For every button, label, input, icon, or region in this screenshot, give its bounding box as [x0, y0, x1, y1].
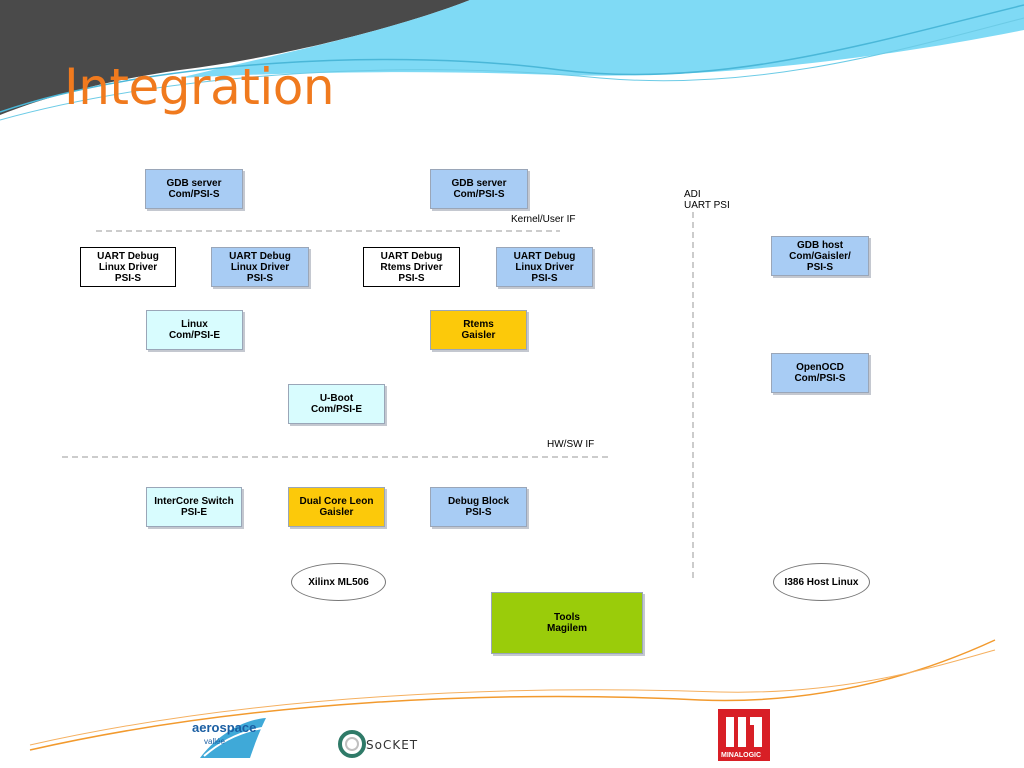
gdb-server-box-1: GDB server Com/PSI-S — [145, 169, 243, 209]
openocd-box: OpenOCD Com/PSI-S — [771, 353, 869, 393]
svg-text:SoCKET: SoCKET — [366, 738, 418, 752]
svg-text:MINALOGIC: MINALOGIC — [721, 752, 761, 759]
tools-magilem-box: Tools Magilem — [491, 592, 643, 654]
linux-box: Linux Com/PSI-E — [146, 310, 243, 350]
adi-uart-psi-label: ADI UART PSI — [684, 189, 730, 211]
socket-logo: SoCKET — [336, 726, 442, 762]
xilinx-ml506-ellipse: Xilinx ML506 — [291, 563, 386, 601]
hw-sw-if-label: HW/SW IF — [547, 439, 595, 450]
i386-host-linux-ellipse: I386 Host Linux — [773, 563, 870, 601]
svg-text:vallée: vallée — [204, 737, 225, 746]
rtems-box: Rtems Gaisler — [430, 310, 527, 350]
gdb-server-box-2: GDB server Com/PSI-S — [430, 169, 528, 209]
slide-title: Integration — [64, 58, 335, 116]
uart-debug-linux-box-2: UART Debug Linux Driver PSI-S — [211, 247, 309, 287]
uart-debug-linux-box-3: UART Debug Linux Driver PSI-S — [496, 247, 593, 287]
kernel-user-if-label: Kernel/User IF — [511, 214, 576, 225]
svg-text:aerospace: aerospace — [192, 720, 256, 735]
uart-debug-rtems-box: UART Debug Rtems Driver PSI-S — [363, 247, 460, 287]
minalogic-logo: MINALOGIC — [718, 709, 770, 761]
gdb-host-box: GDB host Com/Gaisler/ PSI-S — [771, 236, 869, 276]
dual-core-leon-box: Dual Core Leon Gaisler — [288, 487, 385, 527]
socket-swirl-icon — [338, 730, 366, 758]
uart-debug-linux-box-1: UART Debug Linux Driver PSI-S — [80, 247, 176, 287]
intercore-switch-box: InterCore Switch PSI-E — [146, 487, 242, 527]
uboot-box: U-Boot Com/PSI-E — [288, 384, 385, 424]
aerospace-valley-logo: aerospace vallée — [190, 708, 270, 760]
debug-block-box: Debug Block PSI-S — [430, 487, 527, 527]
